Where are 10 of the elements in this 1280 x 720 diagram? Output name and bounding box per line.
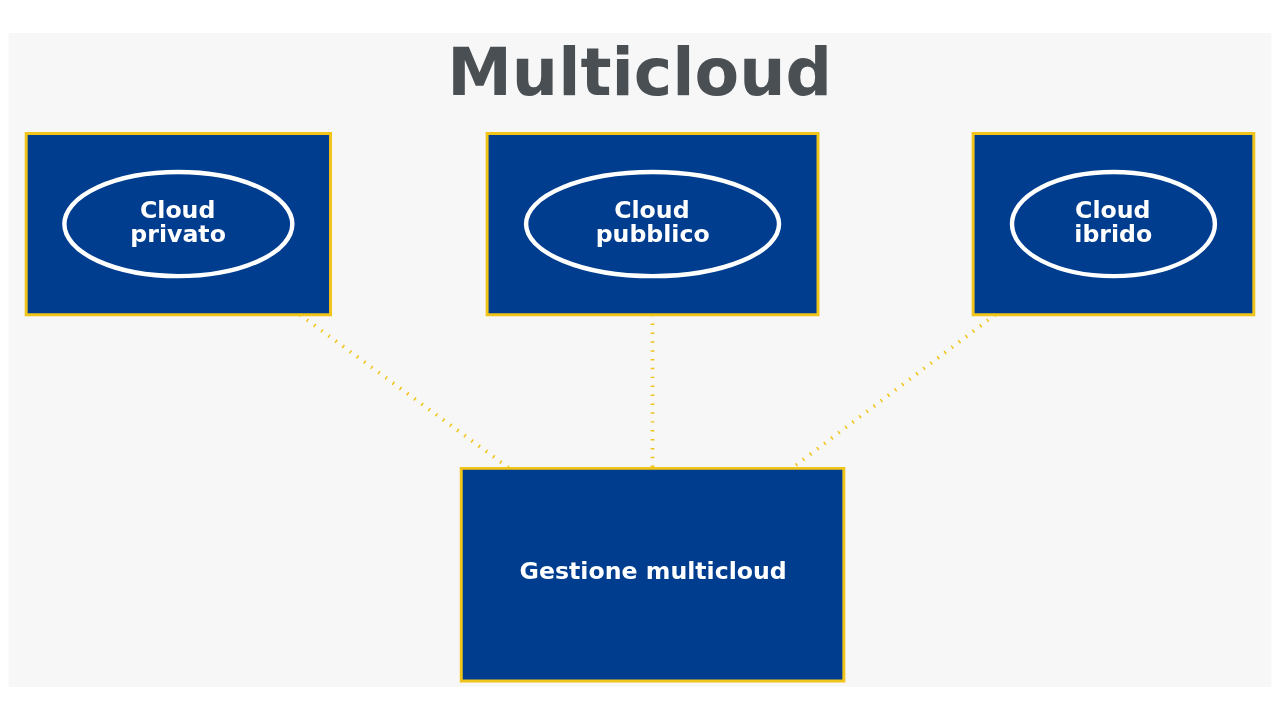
cluster bbox=[24, 131, 332, 317]
node-ellipse: Cloud pubblico bbox=[523, 169, 782, 279]
diagram-title: Multicloud bbox=[447, 35, 832, 111]
node-ellipse: Cloud ibrido bbox=[1009, 169, 1218, 279]
node-box: Gestione multicloud bbox=[459, 466, 846, 683]
node-ellipse: Cloud privato bbox=[62, 169, 295, 279]
connector bbox=[650, 314, 655, 469]
cluster bbox=[971, 131, 1256, 317]
connector bbox=[298, 313, 511, 470]
cluster bbox=[485, 131, 820, 317]
